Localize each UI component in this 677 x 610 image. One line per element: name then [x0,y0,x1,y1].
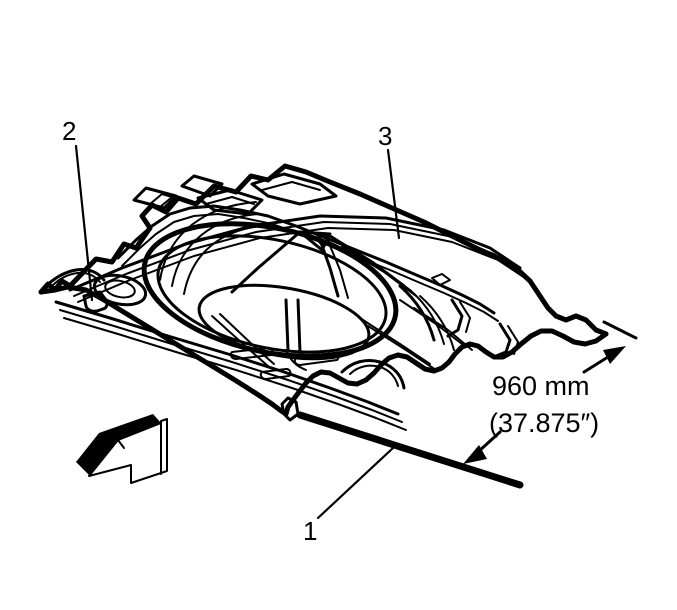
diagonal-rail-3 [77,227,529,303]
orientation-arrow-fold [117,439,125,449]
lower-right-flange-bar [296,411,524,489]
left-bracket-inner [51,271,101,287]
dimension-arrowhead-upper [603,346,626,364]
well-wall-arc-2 [171,213,259,287]
right-flange-edge-1 [459,301,471,333]
diagonal-rail-2 [73,221,525,297]
left-oval-hole-inner [104,279,136,299]
front-rail-upper [54,300,400,416]
right-flange-edge-2 [507,325,519,355]
callout-2-label: 2 [62,116,76,146]
front-rail-mid [59,309,403,423]
right-inner-detail-1 [399,299,463,345]
rear-rib-right-2 [335,239,411,291]
callout-2-group: 2 [62,116,94,302]
rear-rib-center-2 [325,235,349,299]
orientation-arrow-group [76,414,168,484]
well-center-rib-right [296,298,302,354]
topleft-bracket-edge [205,196,255,205]
right-inner-detail-2 [413,307,473,351]
callout-3-label: 3 [378,121,392,151]
top-center-panel-fold [261,181,321,191]
left-bracket-outer [42,268,106,290]
dimension-annotation: 960 mm (37.875″) [463,320,638,464]
front-slot-3 [293,352,340,366]
topleft-bracket-plate [196,188,264,216]
right-flange-return-2 [494,322,512,358]
callout-3-group: 3 [378,121,401,240]
well-wall-arc-1 [159,201,257,281]
top-center-panel [250,172,338,206]
callout-1-group: 1 [303,446,395,546]
front-right-bracket [340,358,406,390]
dimension-arrowhead-lower [463,445,487,464]
panel-front-edge [38,284,289,417]
dimension-imperial-label: (37.875″) [489,408,599,438]
rear-rib-right-3 [341,245,417,297]
callout-3-leader [386,148,401,240]
well-wall-arc-3 [183,225,263,295]
panel-outer-outline [38,163,609,337]
right-arc-2 [409,289,445,345]
dimension-leader-lower [476,430,502,454]
topleft-rib-c [149,193,173,208]
right-arc-1 [398,284,436,342]
well-center-rib-left [284,298,290,352]
dimension-metric-label: 960 mm [492,371,590,401]
right-arc-3 [419,295,455,351]
front-right-bracket-edge [349,364,399,387]
topleft-rib-b [180,174,224,198]
front-slot-2 [259,368,292,380]
callout-1-leader [316,446,395,520]
rib-junction-node [318,234,330,246]
left-oval-hole-outer [92,273,148,307]
callout-1-label: 1 [303,516,317,546]
right-inner-detail-3 [359,317,431,365]
spare-tire-well-rim-inner [156,234,388,354]
dimension-extension-upper [602,320,638,340]
rear-rib-left [230,230,302,294]
right-inner-detail-4 [367,325,437,371]
front-slot-1 [229,347,274,360]
floor-pan-assembly [38,163,609,489]
panel-right-edge [283,328,609,417]
rear-gusset-triangle [298,230,332,252]
spare-tire-well-floor [197,283,371,361]
callout-2-leader [74,144,94,302]
well-center-rib-base [285,349,307,371]
right-rail-node [431,273,451,286]
well-bottom-fold-1 [211,315,269,367]
